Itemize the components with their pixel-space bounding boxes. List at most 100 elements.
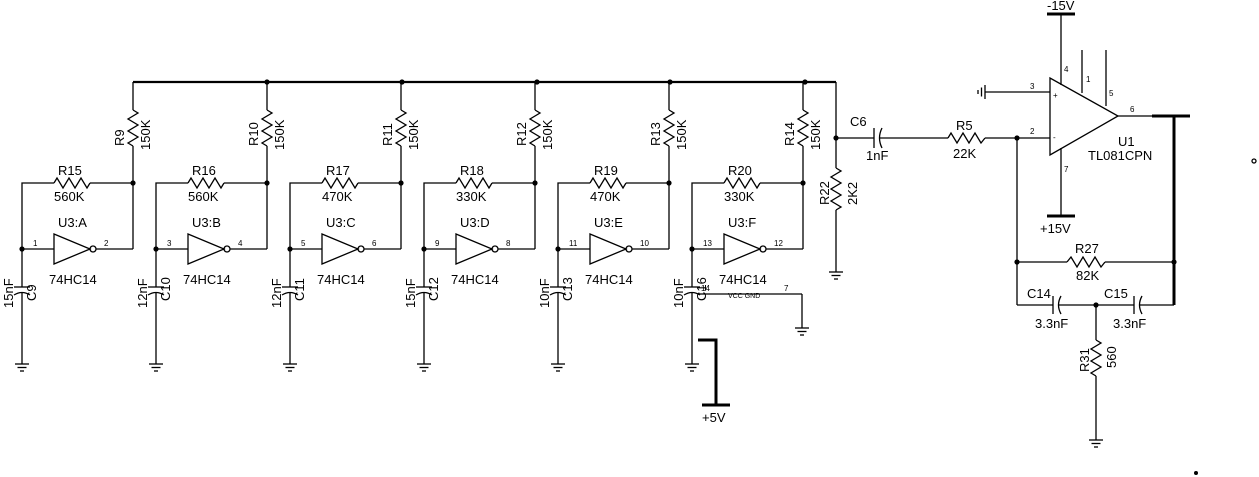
capacitor-value: 10nF xyxy=(671,278,686,308)
r5-value: 22K xyxy=(953,146,976,161)
top-resistor-label: R11 xyxy=(380,123,395,146)
inverter-ref: U3:C xyxy=(326,215,356,230)
top-resistor-value: 150K xyxy=(808,119,823,150)
inverter-input-pin: 11 xyxy=(569,239,578,248)
feedback-resistor-value: 330K xyxy=(456,189,487,204)
ground-symbol xyxy=(829,271,843,280)
u3-supply-pins: 14 7 VCC GND +5V xyxy=(698,284,809,425)
svg-text:-: - xyxy=(1053,133,1056,142)
inverter-input-pin: 9 xyxy=(435,239,440,248)
r5-resistor: R5 22K xyxy=(947,118,1050,161)
capacitor-value: 15nF xyxy=(1,278,16,308)
capacitor-label: C9 xyxy=(24,284,39,301)
c6-capacitor: C6 1nF xyxy=(833,114,948,163)
ground-symbol xyxy=(417,363,431,372)
opamp-pin-inv: 2 xyxy=(1030,127,1035,136)
vcc-gnd-label: VCC GND xyxy=(728,293,760,300)
ground-symbol xyxy=(551,363,565,372)
r27-label: R27 xyxy=(1075,241,1099,256)
top-resistor-value: 150K xyxy=(138,119,153,150)
opamp-ref: U1 xyxy=(1118,134,1135,149)
c6-label: C6 xyxy=(850,114,867,129)
top-resistor-value: 150K xyxy=(540,119,555,150)
schmitt-inverter xyxy=(589,233,633,265)
c14-value: 3.3nF xyxy=(1035,316,1068,331)
top-resistor-label: R9 xyxy=(112,129,127,146)
schmitt-inverter xyxy=(723,233,767,265)
capacitor-value: 12nF xyxy=(135,278,150,308)
capacitor-value: 12nF xyxy=(269,278,284,308)
ground-symbol xyxy=(685,363,699,372)
r22-resistor: R22 2K2 xyxy=(817,82,860,280)
feedback-resistor-label: R17 xyxy=(326,163,350,178)
opamp-pin-out: 6 xyxy=(1130,105,1135,114)
schmitt-inverter xyxy=(455,233,499,265)
top-resistor-value: 150K xyxy=(406,119,421,150)
feedback-resistor-label: R19 xyxy=(594,163,618,178)
opamp-pin-noninv: 3 xyxy=(1030,82,1035,91)
opamp-pin-offset: 1 xyxy=(1086,75,1091,84)
schmitt-inverter xyxy=(321,233,365,265)
gnd-pin-number: 7 xyxy=(784,284,789,293)
opamp-pin-comp: 5 xyxy=(1109,89,1114,98)
feedback-network: R27 82K C14 3.3nF C15 3.3nF R31 560 xyxy=(1014,138,1177,448)
inverter-part: 74HC14 xyxy=(183,272,231,287)
inverter-part: 74HC14 xyxy=(719,272,767,287)
top-resistor-label: R12 xyxy=(514,122,529,146)
top-resistor-label: R14 xyxy=(782,122,797,146)
capacitor-label: C11 xyxy=(292,278,307,301)
c15-label: C15 xyxy=(1104,286,1128,301)
inverter-output-pin: 4 xyxy=(238,239,243,248)
ground-symbol xyxy=(149,363,163,372)
pos-rail-label: +15V xyxy=(1040,221,1071,236)
top-bus xyxy=(133,79,836,85)
c6-value: 1nF xyxy=(866,148,888,163)
schmitt-inverter xyxy=(187,233,231,265)
opamp-u1: + - 3 2 4 -15V 1 5 7 +15V 6 U1 TL081CPN xyxy=(977,0,1190,305)
capacitor-label: C12 xyxy=(426,277,441,301)
inverter-output-pin: 8 xyxy=(506,239,511,248)
inverter-output-pin: 6 xyxy=(372,239,377,248)
opamp-pin-vneg: 4 xyxy=(1064,65,1069,74)
r22-value: 2K2 xyxy=(845,182,860,205)
inverter-part: 74HC14 xyxy=(317,272,365,287)
stray-dot xyxy=(1194,471,1198,475)
capacitor-label: C10 xyxy=(158,277,173,301)
top-resistor-label: R10 xyxy=(246,122,261,146)
feedback-resistor-label: R20 xyxy=(728,163,752,178)
vcc-pin-number: 14 xyxy=(701,284,710,293)
top-resistor-value: 150K xyxy=(674,119,689,150)
r31-label: R31 xyxy=(1077,348,1092,372)
feedback-resistor-value: 470K xyxy=(322,189,353,204)
vcc-rail-label: +5V xyxy=(702,410,726,425)
stray-dot xyxy=(1251,158,1257,164)
opamp-pin-vpos: 7 xyxy=(1064,165,1069,174)
inverter-output-pin: 10 xyxy=(640,239,649,248)
capacitor-value: 15nF xyxy=(403,278,418,308)
ground-symbol xyxy=(283,363,297,372)
schmitt-inverter xyxy=(53,233,97,265)
feedback-resistor-label: R18 xyxy=(460,163,484,178)
inverter-ref: U3:B xyxy=(192,215,221,230)
inverter-ref: U3:D xyxy=(460,215,490,230)
feedback-resistor-value: 560K xyxy=(54,189,85,204)
inverter-output-pin: 12 xyxy=(774,239,783,248)
inverter-input-pin: 1 xyxy=(33,239,38,248)
capacitor-label: C13 xyxy=(560,277,575,301)
r5-label: R5 xyxy=(956,118,973,133)
top-resistor-value: 150K xyxy=(272,119,287,150)
feedback-resistor-value: 470K xyxy=(590,189,621,204)
neg-rail-label: -15V xyxy=(1047,0,1075,13)
svg-text:+: + xyxy=(1053,91,1058,100)
inverter-part: 74HC14 xyxy=(49,272,97,287)
inverter-ref: U3:A xyxy=(58,215,87,230)
inverter-ref: U3:E xyxy=(594,215,623,230)
opamp-part: TL081CPN xyxy=(1088,148,1152,163)
inverter-input-pin: 5 xyxy=(301,239,306,248)
